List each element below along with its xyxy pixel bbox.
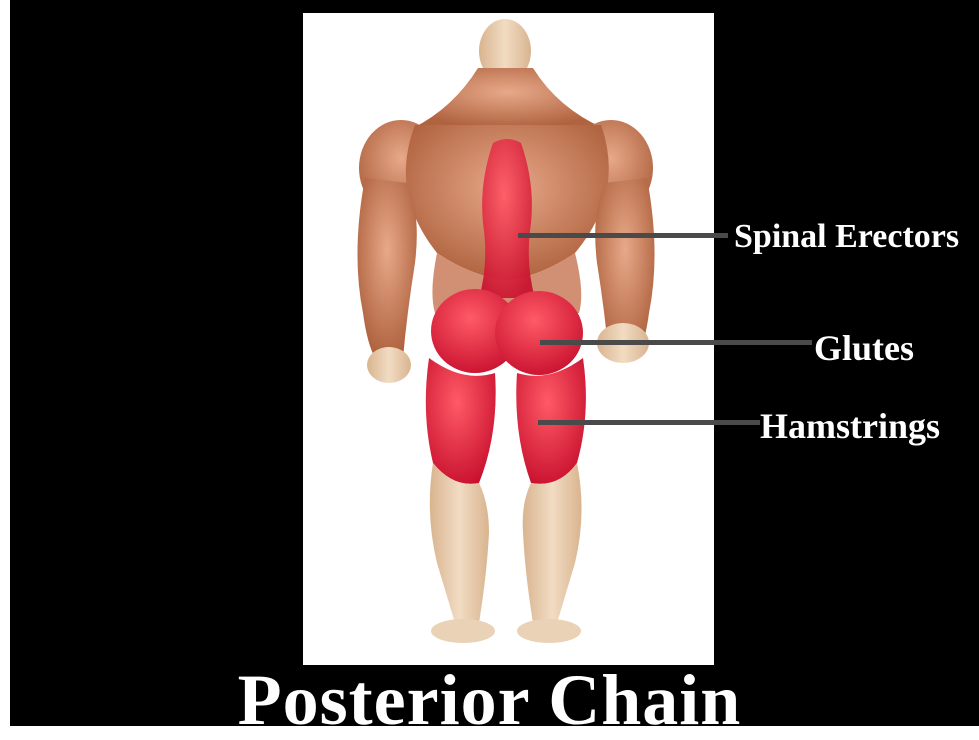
diagram-title: Posterior Chain [0, 660, 979, 740]
spinal-erectors-label: Spinal Erectors [734, 218, 959, 256]
spinal-erectors-leader-line [518, 233, 728, 238]
left-foot-shape [431, 619, 495, 643]
left-calf-shape [430, 463, 489, 623]
left-arm-shape [357, 178, 416, 358]
muscle-figure [303, 13, 714, 665]
glutes-leader-line [540, 340, 812, 345]
right-glute-shape [495, 291, 583, 375]
traps-shape [413, 68, 603, 128]
left-hamstring-shape [426, 358, 496, 484]
right-foot-shape [517, 619, 581, 643]
hamstrings-leader-line [538, 420, 760, 425]
right-calf-shape [523, 463, 582, 623]
anatomy-image-panel [303, 13, 714, 665]
hamstrings-label: Hamstrings [760, 405, 940, 447]
spinal-erectors-shape [479, 139, 535, 298]
left-hand-shape [367, 347, 411, 383]
glutes-label: Glutes [814, 327, 914, 369]
